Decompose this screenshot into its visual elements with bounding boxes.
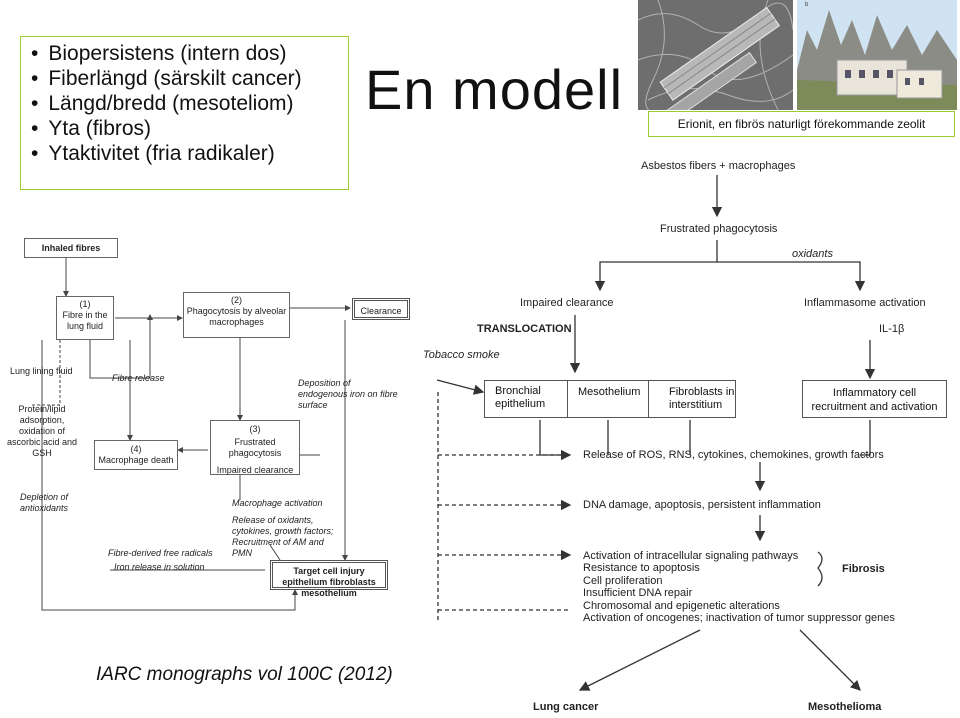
box3-line2: Impaired clearance xyxy=(216,465,294,475)
frustrated-phagocytosis-label: Frustrated phagocytosis xyxy=(660,223,778,235)
mesothelium-box: Mesothelium xyxy=(567,380,649,418)
citation: IARC monographs vol 100C (2012) xyxy=(96,664,393,685)
free-radicals-label: Fibre-derived free radicals xyxy=(108,548,213,558)
box3-line1: Frustrated phagocytosis xyxy=(228,437,282,458)
bullet-list: Biopersistens (intern dos) Fiberlängd (s… xyxy=(31,41,340,166)
mechanism-list: Activation of intracellular signaling pa… xyxy=(583,550,895,624)
fibrosis-label: Fibrosis xyxy=(842,563,885,575)
left-diagram-lines xyxy=(30,258,351,611)
bullet-list-box: Biopersistens (intern dos) Fiberlängd (s… xyxy=(20,36,349,190)
inhaled-fibres-box: Inhaled fibres xyxy=(24,238,118,258)
fibre-in-lung-box: (1) Fibre in the lung fluid xyxy=(56,296,114,340)
protein-lipid-label: Protein/lipid adsorption, oxidation of a… xyxy=(6,404,78,458)
mechanism-item: Insufficient DNA repair xyxy=(583,587,693,600)
lung-lining-label: Lung lining fluid xyxy=(10,366,73,376)
box1-text: Fibre in the lung fluid xyxy=(62,310,108,331)
box4-number: (4) xyxy=(130,444,142,454)
dna-damage-label: DNA damage, apoptosis, persistent inflam… xyxy=(583,499,821,511)
fibroblasts-box: Fibroblasts in interstitium xyxy=(648,380,736,418)
mechanism-item: Chromosomal and epigenetic alterations xyxy=(583,599,780,612)
mechanism-item: Cell proliferation xyxy=(583,574,663,587)
bullet-item: Fiberlängd (särskilt cancer) xyxy=(31,66,340,91)
mesothelioma-label: Mesothelioma xyxy=(808,701,882,713)
fiber-micrograph-image xyxy=(638,0,793,110)
tobacco-label: Tobacco smoke xyxy=(423,349,500,361)
iron-release-label: Iron release in solution xyxy=(114,562,205,572)
macrophage-death-box: (4) Macrophage death xyxy=(94,440,178,470)
box2-text: Phagocytosis by alveolar macrophages xyxy=(186,306,287,327)
box4-text: Macrophage death xyxy=(98,455,174,465)
mechanism-item: Activation of intracellular signaling pa… xyxy=(583,550,799,562)
bronchial-box: Bronchial epithelium xyxy=(484,380,568,418)
release-label: Release of oxidants, cytokines, growth f… xyxy=(232,515,334,558)
macrophage-activation-label: Macrophage activation xyxy=(232,498,323,508)
asbestos-label: Asbestos fibers + macrophages xyxy=(641,160,796,172)
photo-mark: b xyxy=(805,2,809,8)
depletion-label: Depletion of antioxidants xyxy=(20,492,69,513)
mechanism-item: Resistance to apoptosis xyxy=(583,562,700,575)
phagocytosis-box: (2) Phagocytosis by alveolar macrophages xyxy=(183,292,290,338)
photo-caption: Erionit, en fibrös naturligt förekommand… xyxy=(648,111,955,137)
bullet-item: Ytaktivitet (fria radikaler) xyxy=(31,141,340,166)
box2-number: (2) xyxy=(231,295,242,305)
bullet-item: Biopersistens (intern dos) xyxy=(31,41,340,66)
frustrated-box: (3) Frustrated phagocytosis Impaired cle… xyxy=(210,420,300,475)
deposition-label: Deposition of endogenous iron on fibre s… xyxy=(298,378,398,410)
impaired-clearance-label: Impaired clearance xyxy=(520,297,614,309)
inflammasome-label: Inflammasome activation xyxy=(804,297,926,309)
box3-number: (3) xyxy=(249,424,261,434)
fibre-release-label: Fibre release xyxy=(112,373,165,383)
slide-title: En modell xyxy=(365,58,624,121)
oxidants-label: oxidants xyxy=(792,248,833,260)
bullet-item: Yta (fibros) xyxy=(31,116,340,141)
mechanism-item: Activation of oncogenes; inactivation of… xyxy=(583,612,895,625)
il1b-label: IL-1β xyxy=(879,323,905,335)
clearance-box: Clearance xyxy=(352,298,410,320)
cappadocia-village-photo xyxy=(797,0,957,110)
ros-label: Release of ROS, RNS, cytokines, chemokin… xyxy=(583,449,884,461)
bullet-item: Längd/bredd (mesoteliom) xyxy=(31,91,340,116)
inflammatory-box: Inflammatory cell recruitment and activa… xyxy=(802,380,947,418)
target-cell-box: Target cell injury epithelium fibroblast… xyxy=(270,560,388,598)
translocation-label: TRANSLOCATION xyxy=(477,323,572,335)
lung-cancer-label: Lung cancer xyxy=(533,701,599,713)
box1-number: (1) xyxy=(79,299,91,309)
